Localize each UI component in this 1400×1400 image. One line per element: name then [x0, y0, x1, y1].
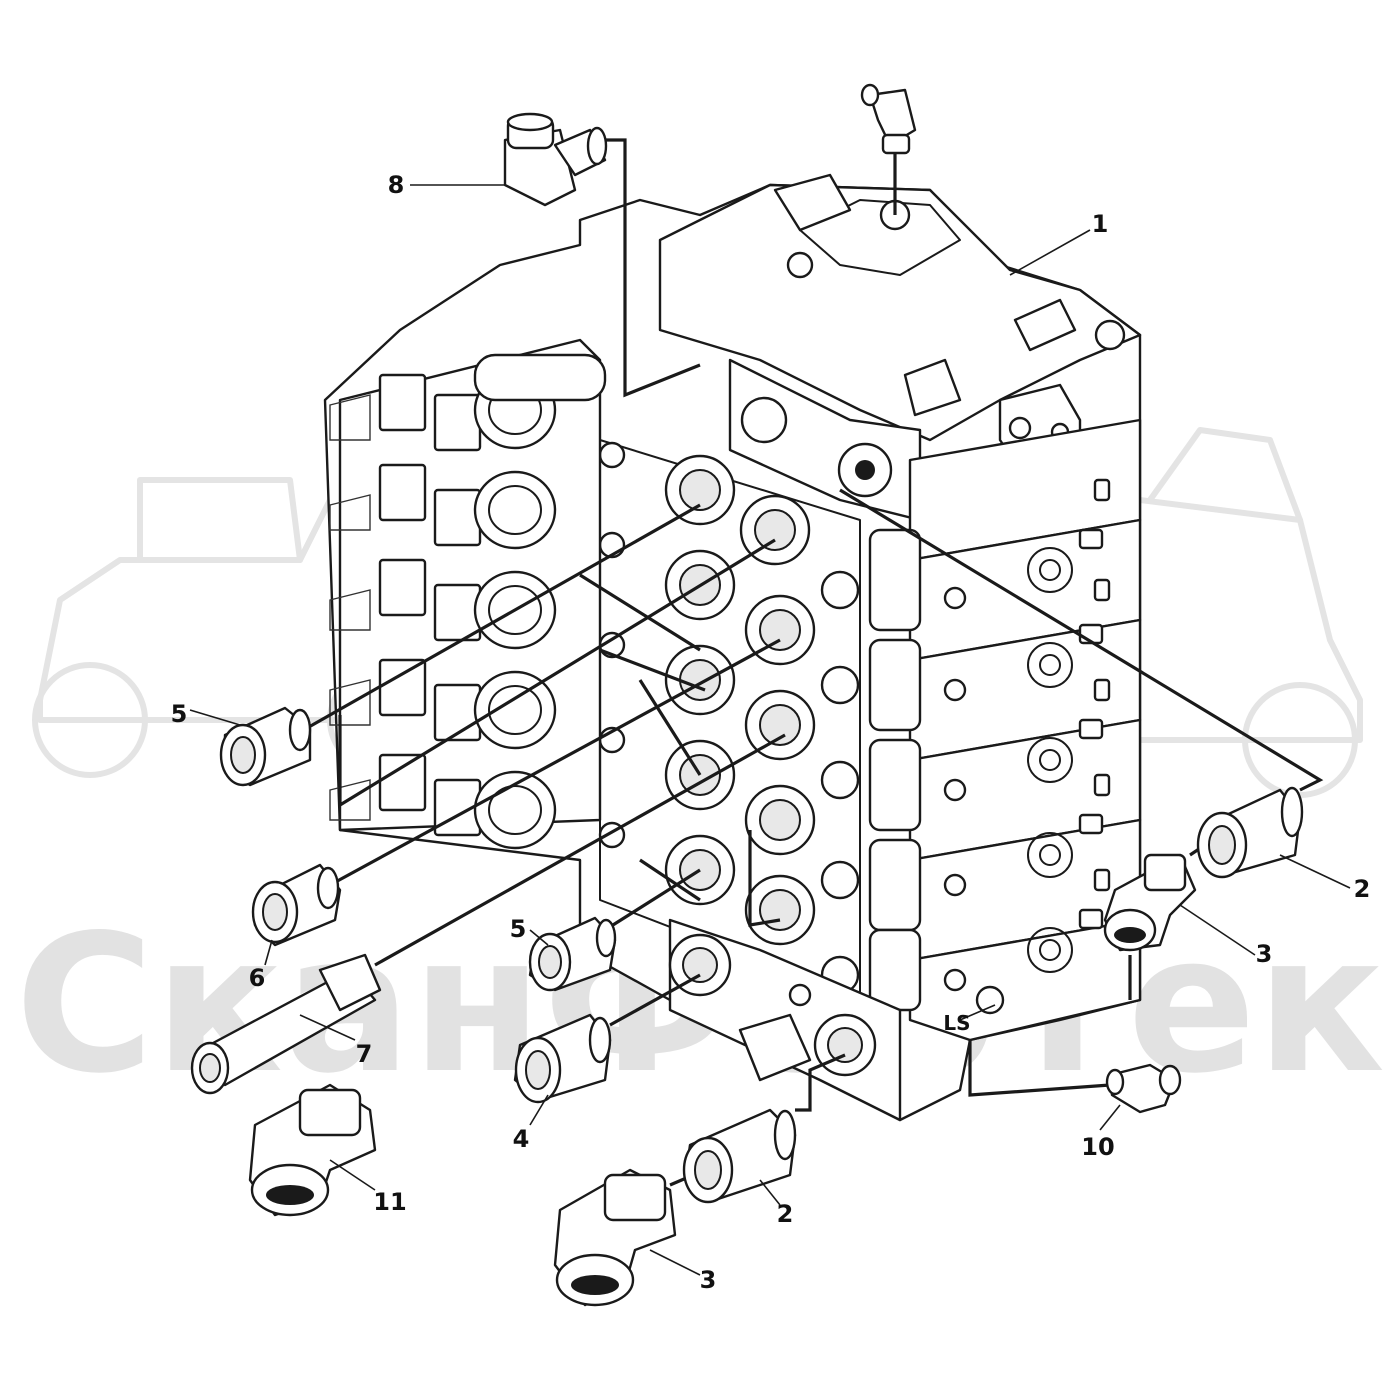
callout-2-bottom: 2 — [777, 1200, 794, 1228]
callout-8: 8 — [388, 171, 405, 199]
solenoid-row — [378, 463, 557, 550]
callout-6: 6 — [249, 964, 266, 992]
fitting-11 — [248, 1083, 377, 1217]
solenoid-stack — [329, 338, 607, 850]
callout-4: 4 — [513, 1125, 530, 1153]
valve-block-top-plate — [658, 183, 1142, 442]
callout-3-right: 3 — [1256, 940, 1273, 968]
fitting-7 — [190, 953, 382, 1095]
callout-5-middle: 5 — [510, 915, 527, 943]
spool-sections — [820, 418, 1142, 1042]
callout-3-bottom: 3 — [700, 1266, 717, 1294]
callout-10: 10 — [1081, 1133, 1114, 1161]
callout-1: 1 — [1092, 210, 1109, 238]
callout-labels: 1 2 2 3 3 4 5 5 6 7 8 10 11 LS — [171, 171, 1371, 1294]
port-label-ls: LS — [943, 1011, 970, 1035]
fitting-top-elbow — [860, 83, 917, 155]
connection-lines — [299, 138, 1324, 1187]
callout-2-right: 2 — [1354, 875, 1371, 903]
callout-7: 7 — [356, 1040, 373, 1068]
fitting-2-bottom — [682, 1108, 797, 1204]
fitting-5-middle — [528, 916, 617, 992]
leader-lines — [189, 184, 1351, 1276]
fitting-3-right — [1103, 853, 1197, 952]
fitting-2-right — [1196, 786, 1304, 879]
callout-11: 11 — [373, 1188, 406, 1216]
fitting-4 — [513, 1013, 612, 1104]
solenoid-row — [378, 658, 557, 750]
work-ports — [598, 439, 861, 1001]
fitting-8 — [503, 112, 608, 207]
callout-5-left: 5 — [171, 700, 188, 728]
fitting-3-bottom — [553, 1168, 677, 1307]
fitting-6 — [251, 863, 342, 947]
solenoid-row — [378, 353, 607, 452]
fitting-5-left — [219, 706, 312, 787]
fitting-10 — [1105, 1063, 1182, 1114]
